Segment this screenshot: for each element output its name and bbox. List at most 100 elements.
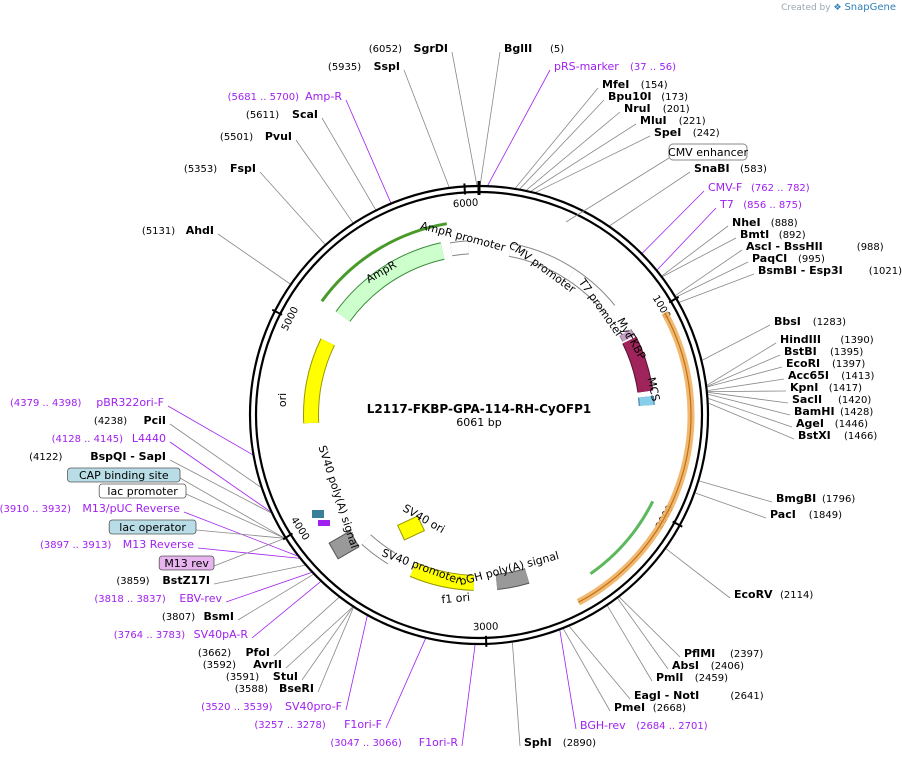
site-name: L4440 <box>132 432 166 445</box>
site-position: (1466) <box>844 431 877 442</box>
site-name: HindIII <box>780 333 821 346</box>
snapgene-logo-icon: ❖ <box>833 3 842 13</box>
plasmid-size: 6061 bp <box>456 416 501 429</box>
site-position: (242) <box>693 128 720 139</box>
site-position: (154) <box>641 80 668 91</box>
site-label: BstBI(1395) <box>784 345 863 358</box>
site-label: BstXI (1466) <box>798 429 877 442</box>
site-name: T7 <box>719 198 734 211</box>
tick-label: 6000 <box>453 198 479 211</box>
site-position: (2668) <box>653 703 686 714</box>
site-label: BstZ17I(3859) <box>116 574 210 587</box>
site-name: BamHI <box>794 405 835 418</box>
site-name: BseRI <box>279 682 314 695</box>
snapgene-brand: Created by ❖ SnapGene <box>781 2 896 13</box>
site-name: SnaBI <box>694 162 730 175</box>
site-label: StuI(3591) <box>226 670 298 683</box>
site-label: PaqCI(995) <box>752 252 825 265</box>
site-label: BmgBI(1796) <box>776 492 855 505</box>
site-position: (3764 .. 3783) <box>114 630 186 641</box>
site-name: lac promoter <box>107 485 178 498</box>
site-position: (201) <box>663 104 690 115</box>
site-name: MluI <box>640 114 667 127</box>
site-label: SV40pA-R(3764 .. 3783) <box>114 628 249 641</box>
feature-label: ori <box>276 393 289 407</box>
app-name: SnapGene <box>844 2 896 13</box>
feature-label: SV40 poly(A) signal <box>316 444 362 550</box>
site-position: (1428) <box>840 407 873 418</box>
site-label: EcoRI (1397) <box>786 357 865 370</box>
site-label: SspI(5935) <box>328 60 400 73</box>
site-position: (856 .. 875) <box>743 200 802 211</box>
site-name: BGH-rev <box>580 719 626 732</box>
site-name: Amp-R <box>305 90 342 103</box>
site-name: SV40pro-F <box>285 700 342 713</box>
site-position: (3897 .. 3913) <box>40 540 112 551</box>
site-position: (221) <box>679 116 706 127</box>
feature-label: T7 promoter <box>575 275 626 340</box>
site-position: (1021) <box>869 266 902 277</box>
site-label: NruI(201) <box>624 102 690 115</box>
site-position: (3520 .. 3539) <box>201 702 273 713</box>
site-position: (892) <box>779 230 806 241</box>
site-position: (2114) <box>780 590 813 601</box>
site-label: PvuI(5501) <box>220 130 292 143</box>
site-name: BstXI <box>798 429 831 442</box>
site-name: SphI <box>524 736 552 749</box>
site-position: (762 .. 782) <box>751 183 810 194</box>
site-position: (4128 .. 4145) <box>52 434 124 445</box>
cmv-enhancer-arc <box>508 244 575 280</box>
site-label: T7 (856 .. 875) <box>719 198 802 211</box>
sv40-ori-box <box>396 515 426 541</box>
site-label: lac promoter <box>98 483 187 499</box>
sv40-promoter-arc <box>362 535 395 564</box>
site-label: BmtI(892) <box>740 228 806 241</box>
site-name: SpeI <box>654 126 681 139</box>
site-position: (1397) <box>832 359 865 370</box>
site-name: AscI - BssHII <box>746 240 823 253</box>
site-position: (3859) <box>116 576 149 587</box>
site-position: (6052) <box>369 44 402 55</box>
site-name: KpnI <box>790 381 818 394</box>
feature-label: MCS <box>645 376 663 402</box>
site-name: FspI <box>230 162 256 175</box>
site-label: L4440 (4128 .. 4145) <box>52 432 166 445</box>
site-position: (4379 .. 4398) <box>10 398 82 409</box>
cmv-promoter-arc <box>567 269 615 314</box>
site-name: lac operator <box>119 521 186 534</box>
site-position: (2641) <box>730 691 763 702</box>
site-name: BstBI <box>784 345 817 358</box>
site-label: MluI (221) <box>640 114 706 127</box>
site-position: (5681 .. 5700) <box>228 92 300 103</box>
site-label: EBV-rev(3818 .. 3837) <box>94 592 222 605</box>
m13-box <box>318 520 330 526</box>
site-name: PacI <box>770 508 796 521</box>
site-name: EcoRI <box>786 357 820 370</box>
site-position: (1849) <box>809 510 842 521</box>
site-name: PmeI <box>614 701 645 714</box>
site-name: ScaI <box>292 108 318 121</box>
site-label: BspQI - SapI(4122) <box>29 450 166 463</box>
site-label: SnaBI (583) <box>694 162 767 175</box>
site-name: CMV-F <box>708 181 742 194</box>
site-position: (3257 .. 3278) <box>254 720 326 731</box>
site-name: pBR322ori-F <box>96 396 164 409</box>
tick-label: 3000 <box>473 621 499 633</box>
site-label: lac operator <box>108 519 197 535</box>
site-name: PmlI <box>656 671 683 684</box>
site-name: SgrDI <box>414 42 448 55</box>
leader-lines <box>167 51 795 747</box>
site-position: (3910 .. 3932) <box>0 504 71 515</box>
bgh-arc <box>495 569 530 590</box>
site-label: Amp-R (5681 .. 5700) <box>228 90 343 103</box>
site-position: (3592) <box>203 660 236 671</box>
site-name: CAP binding site <box>79 469 169 482</box>
site-label: Acc65I(1413) <box>788 369 875 382</box>
site-position: (37 .. 56) <box>630 62 676 73</box>
site-label: SgrDI (6052) <box>369 42 448 55</box>
site-label: BbsI(1283) <box>774 315 846 328</box>
site-position: (583) <box>740 164 767 175</box>
site-position: (5) <box>550 44 564 55</box>
tick-mark <box>672 520 683 528</box>
